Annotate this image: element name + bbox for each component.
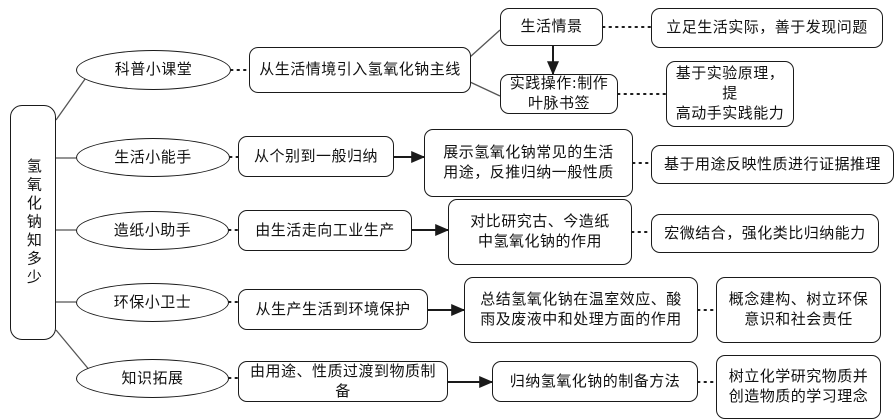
approach-box-branch-2[interactable]: 从个别到一般归纳: [238, 136, 394, 177]
root-node[interactable]: 氢氧化钠知多少: [10, 105, 56, 340]
activity-box-shenghuo-qingjing[interactable]: 生活情景: [500, 8, 603, 46]
activity-box-branch-4[interactable]: 总结氢氧化钠在温室效应、酸 雨及废液中和处理方面的作用: [464, 277, 698, 343]
activity-box-shijian-caozuo[interactable]: 实践操作:制作叶脉书签: [500, 74, 618, 114]
outcome-box-branch-5[interactable]: 树立化学研究物质并 创造物质的学习理念: [716, 355, 881, 419]
branch1-fork: [469, 29, 501, 97]
approach-box-branch-1[interactable]: 从生活情境引入氢氧化钠主线: [249, 47, 471, 93]
topic-ellipse-zaozhi-xiaozhushou[interactable]: 造纸小助手: [76, 211, 229, 250]
approach-box-branch-4[interactable]: 从生产生活到环境保护: [238, 289, 428, 330]
topic-ellipse-shenghuo-xiaonengshou[interactable]: 生活小能手: [76, 138, 230, 177]
topic-ellipse-huanbao-xiaoweishi[interactable]: 环保小卫士: [76, 283, 229, 322]
outcome-box-branch-4[interactable]: 概念建构、树立环保 意识和社会责任: [716, 277, 881, 343]
outcome-box-branch-3[interactable]: 宏微结合，强化类比归纳能力: [651, 214, 879, 253]
topic-ellipse-kepu-xiaoketang[interactable]: 科普小课堂: [76, 50, 231, 90]
outcome-box-branch-2[interactable]: 基于用途反映性质进行证据推理: [651, 145, 894, 184]
topic-ellipse-zhishi-tuozhan[interactable]: 知识拓展: [76, 359, 229, 398]
activity-box-branch-5[interactable]: 归纳氢氧化钠的制备方法: [492, 361, 698, 402]
activity-box-branch-2[interactable]: 展示氢氧化钠常见的生活 用途，反推归纳一般性质: [424, 129, 633, 197]
approach-box-branch-3[interactable]: 由生活走向工业生产: [238, 210, 412, 251]
outcome-box-branch-1-activity-2[interactable]: 基于实验原理，提 高动手实践能力: [666, 61, 794, 127]
outcome-box-branch-1-activity-1[interactable]: 立足生活实际，善于发现问题: [651, 8, 883, 48]
activity-box-branch-3[interactable]: 对比研究古、今造纸 中氢氧化钠的作用: [448, 199, 632, 265]
approach-box-branch-5[interactable]: 由用途、性质过渡到物质制备: [238, 361, 448, 402]
